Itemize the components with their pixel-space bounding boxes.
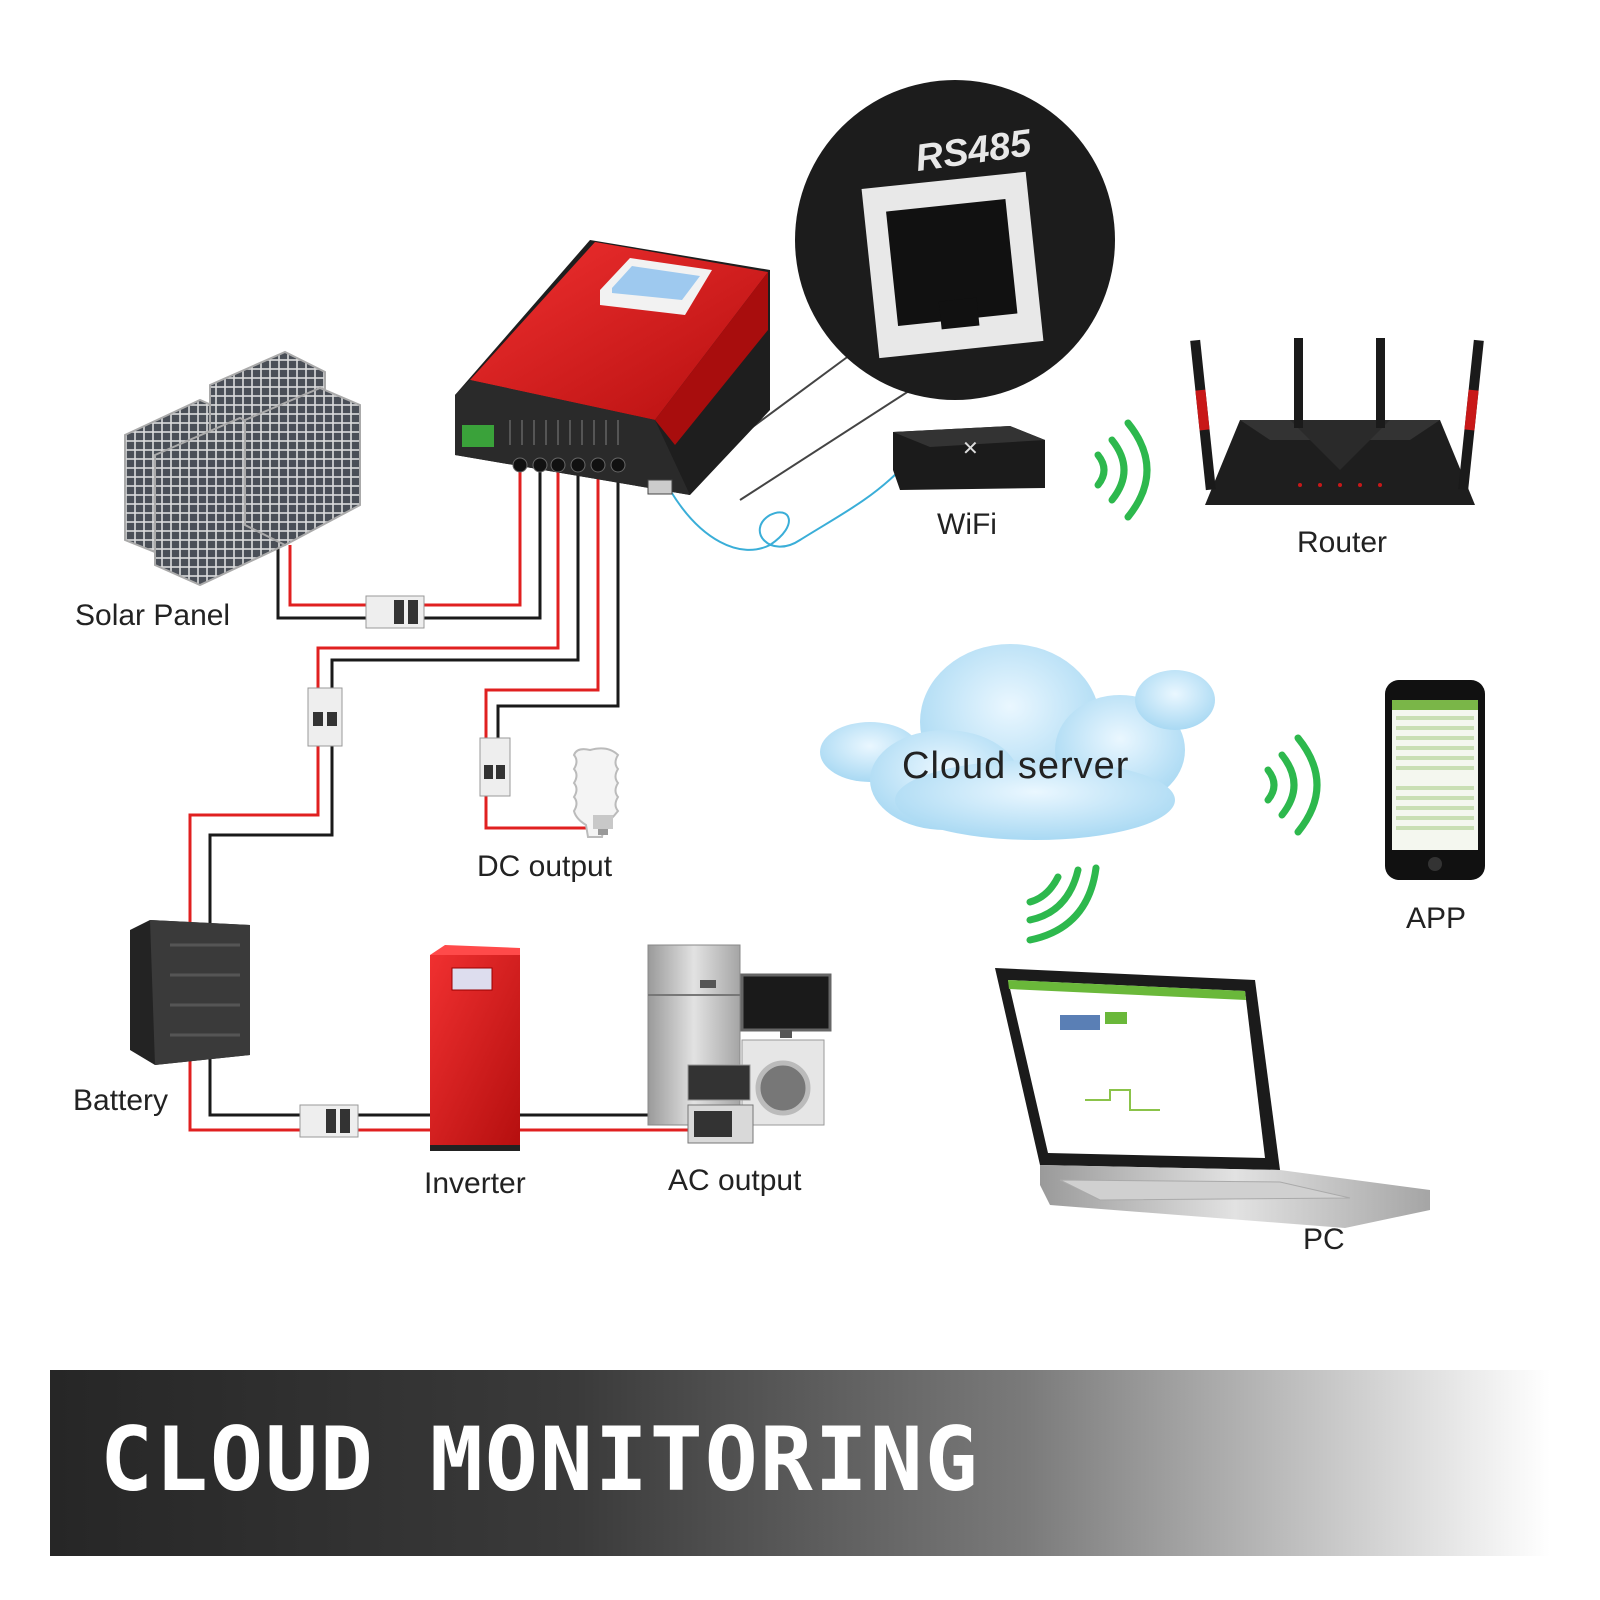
cloud-icon [820,644,1215,840]
inverter-icon [430,945,520,1151]
breaker-icon [299,1104,359,1138]
label-solar-panel: Solar Panel [75,599,230,632]
appliances-icon [647,944,832,1144]
label-pc: PC [1303,1223,1345,1256]
banner-title: CLOUD MONITORING [100,1408,980,1511]
label-inverter: Inverter [424,1167,526,1200]
router-icon [1190,338,1484,505]
breaker-icon [365,595,425,629]
svg-text:✕: ✕ [962,438,979,460]
rs485-port-icon: RS485 [795,80,1115,400]
wire-inverter-black [208,1055,435,1117]
signal-waves-icon [1094,419,1151,521]
breaker-icon [307,687,343,747]
signal-waves-icon [1264,734,1321,836]
charge-controller-icon [455,240,770,495]
wire-load-red [484,470,600,830]
label-router: Router [1297,526,1387,559]
smartphone-icon [1385,680,1485,880]
solar-panel-icon [124,350,361,587]
label-dc-output: DC output [477,850,613,883]
bulb-icon [572,747,620,838]
label-cloud-server: Cloud server [902,745,1129,787]
battery-icon [130,920,250,1065]
label-app: APP [1406,902,1466,935]
laptop-icon [995,968,1430,1228]
label-ac-output: AC output [668,1164,802,1197]
label-battery: Battery [73,1084,168,1117]
signal-waves-icon [1026,864,1100,944]
label-wifi: WiFi [937,508,997,541]
data-cable [669,469,901,551]
title-banner: CLOUD MONITORING [50,1370,1550,1556]
wifi-module-icon: ✕ [893,426,1045,490]
wire-battery-black [208,470,580,925]
breaker-icon [479,737,511,797]
